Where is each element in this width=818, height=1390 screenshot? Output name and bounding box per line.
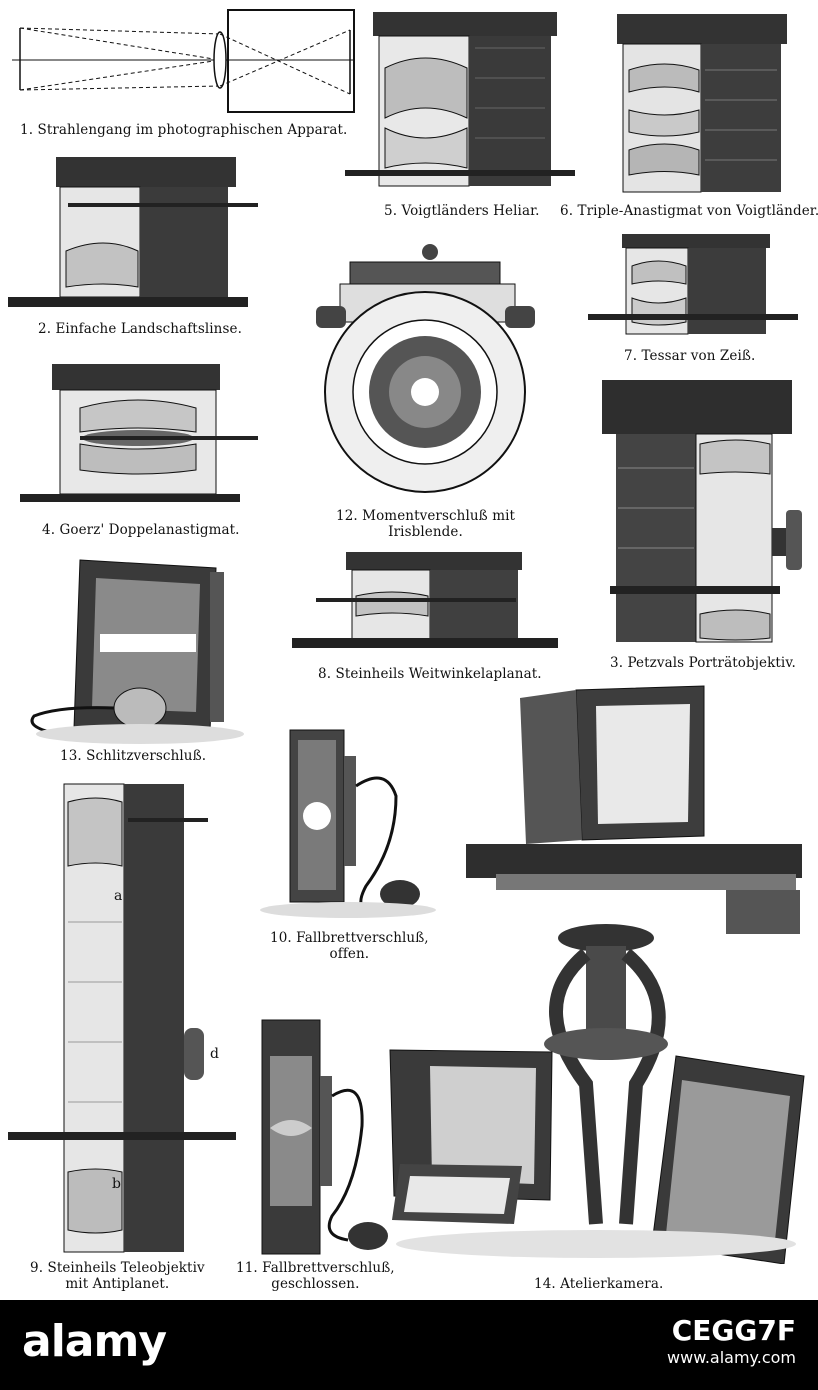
watermark-code: CEGG7F www.alamy.com: [667, 1314, 796, 1368]
caption-11-line1: 11. Fallbrettverschluß,: [236, 1260, 395, 1276]
caption-10: 10. Fallbrettverschluß, offen.: [270, 930, 429, 962]
caption-14: 14. Atelierkamera.: [534, 1276, 664, 1292]
caption-8: 8. Steinheils Weitwinkelaplanat.: [318, 666, 542, 682]
caption-3: 3. Petzvals Porträtobjektiv.: [610, 655, 796, 671]
label-d: d: [210, 1046, 219, 1062]
figure-petzval: [596, 378, 808, 646]
caption-5: 5. Voigtländers Heliar.: [384, 203, 540, 219]
figure-wide-angle-aplanat: [292, 550, 560, 658]
caption-11: 11. Fallbrettverschluß, geschlossen.: [236, 1260, 395, 1292]
caption-9-line1: 9. Steinheils Teleobjektiv: [30, 1260, 205, 1276]
site-url: www.alamy.com: [667, 1348, 796, 1367]
figure-tessar: [588, 232, 800, 340]
caption-2: 2. Einfache Landschaftslinse.: [38, 321, 242, 337]
caption-10-line2: offen.: [329, 946, 370, 962]
figure-double-anastigmat: [20, 362, 258, 512]
figure-studio-camera: [386, 684, 810, 1264]
watermark-banner: alamy CEGG7F www.alamy.com: [0, 1300, 818, 1390]
figure-ray-diagram: [8, 8, 358, 116]
caption-9-line2: mit Antiplanet.: [65, 1276, 170, 1292]
caption-12-line1: 12. Momentverschluß mit: [336, 508, 516, 524]
figure-telephoto: [8, 782, 240, 1256]
figure-landscape-lens: [8, 155, 263, 315]
figure-heliar: [345, 8, 580, 193]
caption-12-line2: Irisblende.: [388, 524, 463, 540]
figure-drop-shutter-open: [256, 726, 440, 922]
figure-drop-shutter-closed: [252, 1016, 392, 1260]
caption-11-line2: geschlossen.: [271, 1276, 360, 1292]
caption-4: 4. Goerz' Doppelanastigmat.: [42, 522, 240, 538]
figure-iris-shutter: [310, 232, 545, 502]
caption-9: 9. Steinheils Teleobjektiv mit Antiplane…: [30, 1260, 205, 1292]
figure-triple-anastigmat: [605, 10, 800, 195]
image-id: CEGG7F: [671, 1314, 796, 1347]
figure-slit-shutter: [20, 556, 246, 746]
caption-7: 7. Tessar von Zeiß.: [624, 348, 756, 364]
label-a: a: [114, 888, 123, 904]
caption-13: 13. Schlitzverschluß.: [60, 748, 207, 764]
watermark-logo: alamy: [22, 1316, 167, 1367]
label-b: b: [112, 1176, 121, 1192]
caption-10-line1: 10. Fallbrettverschluß,: [270, 930, 429, 946]
caption-12: 12. Momentverschluß mit Irisblende.: [336, 508, 515, 540]
caption-6: 6. Triple-Anastigmat von Voigtländer.: [560, 203, 818, 219]
engraving-plate: 1. Strahlengang im photographischen Appa…: [8, 8, 818, 1292]
caption-1: 1. Strahlengang im photographischen Appa…: [20, 122, 348, 138]
